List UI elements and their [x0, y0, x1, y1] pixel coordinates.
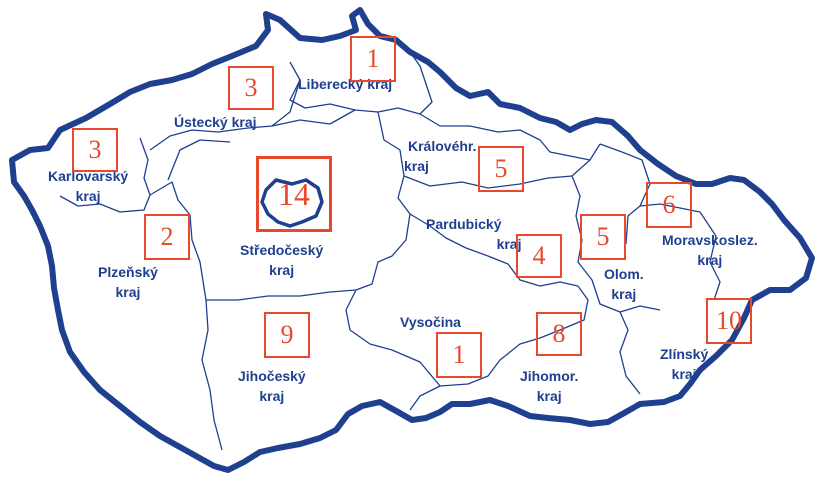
label-kralovehradecky: Královéhr.kraj: [404, 138, 477, 174]
count-box-vysocina: 1: [436, 332, 482, 378]
count-box-kralovehradecky: 5: [478, 146, 524, 192]
count-box-stredocesky: 14: [256, 156, 332, 232]
count-box-liberecky: 1: [350, 36, 396, 82]
prague-outline: [260, 178, 324, 228]
count-box-zlinsky: 10: [706, 298, 752, 344]
label-vysocina: Vysočina: [400, 314, 461, 330]
label-jihomoravsky: Jihomor.kraj: [520, 368, 579, 404]
label-moravskoslezsky: Moravskoslez.kraj: [662, 232, 758, 268]
count-box-pardubicky: 4: [516, 234, 562, 278]
region-boundaries: [59, 51, 721, 451]
count-box-jihomoravsky: 8: [536, 312, 582, 356]
count-box-ustecky: 3: [228, 66, 274, 110]
count-box-plzensky: 2: [144, 214, 190, 260]
label-ustecky: Ústecký kraj: [174, 114, 257, 130]
label-olomoucky: Olom.kraj: [604, 266, 644, 302]
count-box-jihocesky: 9: [264, 312, 310, 358]
national-border: [9, 7, 815, 473]
count-box-moravskoslezsky: 6: [646, 182, 692, 228]
count-box-olomoucky: 5: [580, 214, 626, 260]
count-box-karlovarsky: 3: [72, 128, 118, 172]
